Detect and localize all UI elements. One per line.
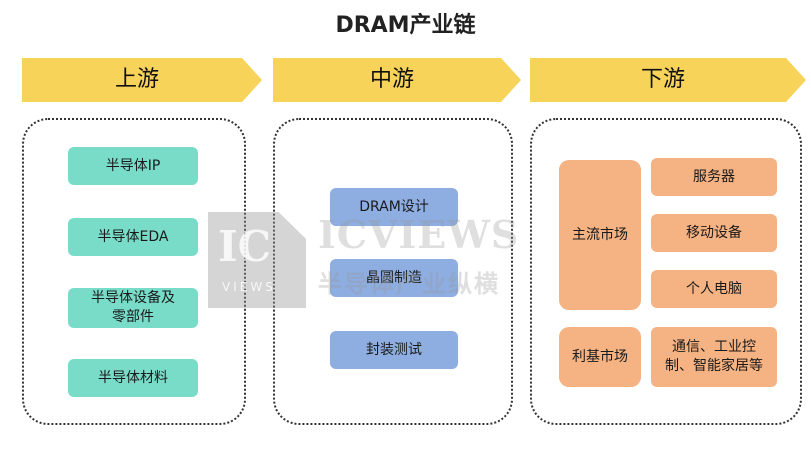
stage-banner-downstream: 下游	[530, 58, 806, 102]
downstream-market-mainstream: 主流市场	[559, 160, 641, 310]
upstream-group	[22, 118, 246, 425]
upstream-item-ip: 半导体IP	[68, 147, 198, 185]
upstream-item-eda: 半导体EDA	[68, 218, 198, 256]
midstream-group	[273, 118, 513, 425]
stage-banner-midstream: 中游	[273, 58, 521, 102]
diagram-title: DRAM产业链	[335, 13, 476, 38]
downstream-app-server: 服务器	[651, 158, 777, 196]
upstream-item-equipment: 半导体设备及零部件	[68, 288, 198, 328]
stage-banner-upstream: 上游	[22, 58, 262, 102]
downstream-app-mobile: 移动设备	[651, 214, 777, 252]
downstream-group	[530, 118, 802, 425]
downstream-app-pc: 个人电脑	[651, 270, 777, 308]
midstream-item-design: DRAM设计	[330, 188, 458, 226]
midstream-item-packaging: 封装测试	[330, 331, 458, 369]
midstream-item-fab: 晶圆制造	[330, 259, 458, 297]
downstream-app-niche-uses: 通信、工业控制、智能家居等	[651, 327, 777, 387]
downstream-market-niche: 利基市场	[559, 327, 641, 387]
upstream-item-materials: 半导体材料	[68, 359, 198, 397]
